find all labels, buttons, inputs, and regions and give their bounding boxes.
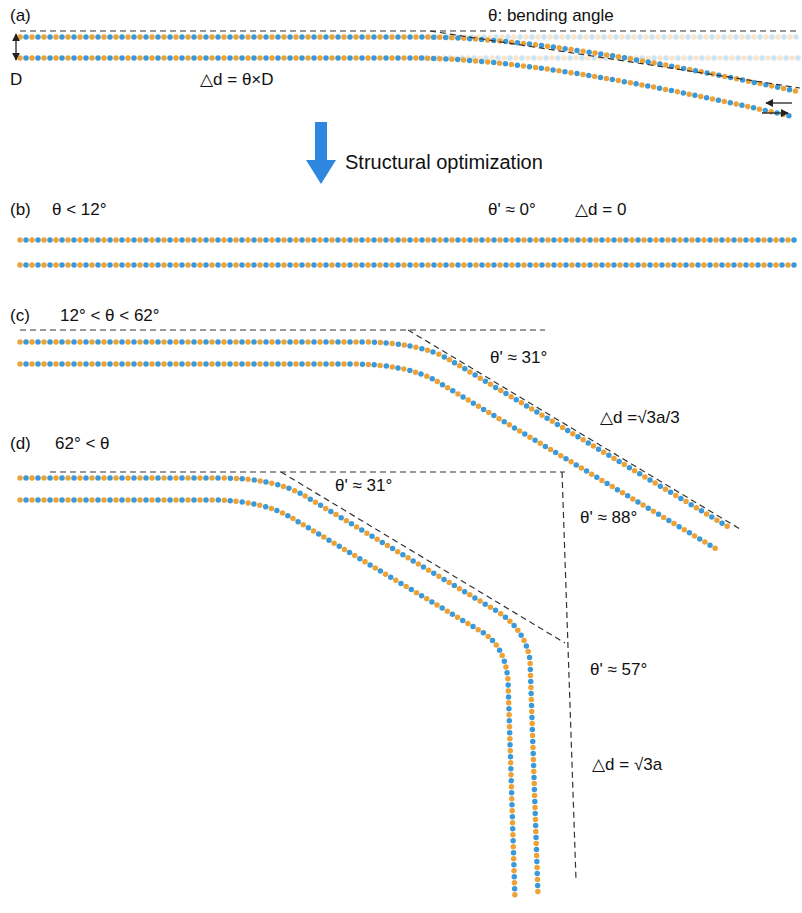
reference-line: [281, 472, 565, 643]
annotation-label: θ: bending angle: [488, 6, 614, 26]
step-label: Structural optimization: [345, 150, 543, 174]
atom-chain: [20, 240, 800, 265]
annotation-label: θ' ≈ 31°: [490, 348, 547, 368]
annotation-label: △d = 0: [575, 200, 626, 220]
reference-line: [408, 330, 740, 529]
shear-arrow: [766, 102, 792, 103]
annotation-label: 12° < θ < 62°: [60, 306, 160, 326]
reference-line: [20, 329, 545, 330]
annotation-label: 62° < θ: [55, 434, 110, 454]
annotation-label: θ' ≈ 31°: [335, 476, 392, 496]
annotation-label: △d = √3a: [592, 755, 662, 775]
annotation-label: (a): [10, 6, 31, 26]
annotation-label: △d =√3a/3: [600, 408, 680, 428]
annotation-label: θ' ≈ 0°: [488, 200, 536, 220]
reference-line: [562, 472, 576, 880]
reference-line: [20, 30, 800, 31]
atom-chain: [20, 37, 800, 116]
annotation-label: θ < 12°: [52, 200, 107, 220]
annotation-label: D: [10, 70, 22, 90]
annotation-label: θ' ≈ 57°: [590, 660, 647, 680]
shear-arrow: [762, 112, 788, 113]
reference-line: [50, 471, 565, 472]
annotation-label: (c): [10, 306, 30, 326]
atom-chain: [20, 342, 730, 550]
reference-line: [430, 31, 800, 88]
annotation-label: (d): [10, 434, 31, 454]
annotation-label: (b): [10, 200, 31, 220]
annotation-label: θ' ≈ 88°: [580, 508, 637, 528]
spacing-arrow: [15, 34, 16, 60]
process-arrow: [306, 122, 336, 184]
atom-chain: [20, 478, 538, 900]
annotation-label: △d = θ×D: [200, 70, 274, 90]
